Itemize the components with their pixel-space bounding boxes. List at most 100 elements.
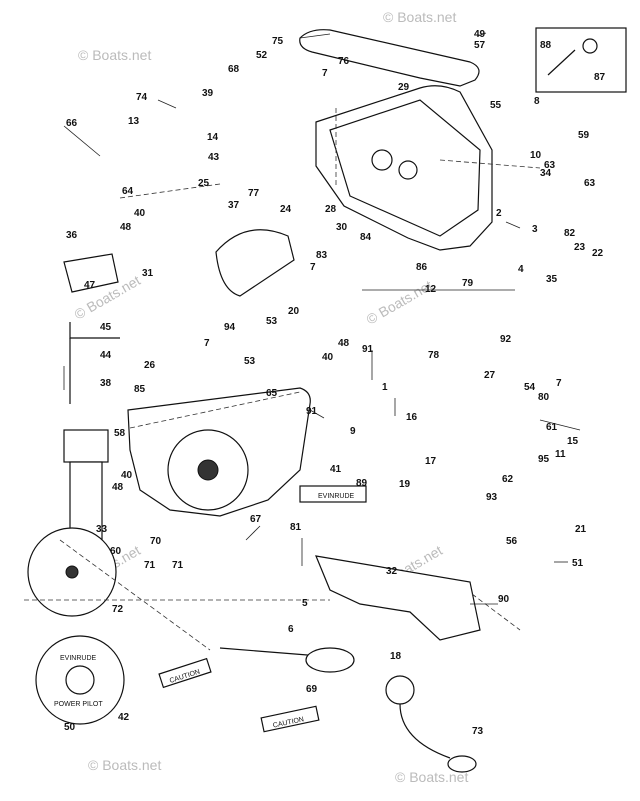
callout: 29 [398, 82, 410, 93]
callout: 87 [594, 72, 606, 83]
callout: 30 [336, 222, 348, 233]
callout: 5 [302, 598, 308, 609]
callout: 47 [84, 280, 96, 291]
callout: 53 [244, 356, 256, 367]
housing-boss [371, 149, 393, 171]
callout: 69 [306, 684, 318, 695]
cam-plate-37 [215, 229, 295, 297]
callout: 56 [506, 536, 518, 547]
callout: 65 [266, 388, 278, 399]
callout: 49 [474, 29, 486, 40]
callout: 12 [425, 284, 437, 295]
bottom-cover-32 [315, 555, 481, 641]
callout: 72 [112, 604, 124, 615]
callout: 37 [228, 200, 240, 211]
callout: 78 [428, 350, 440, 361]
callout: 67 [250, 514, 262, 525]
callout: 90 [498, 594, 510, 605]
inset-box [535, 27, 627, 93]
callout: 40 [134, 208, 146, 219]
callout: 85 [134, 384, 146, 395]
callout: 83 [316, 250, 328, 261]
callout: 22 [592, 248, 604, 259]
callout: 64 [122, 186, 134, 197]
callout: 55 [490, 100, 502, 111]
callout: 58 [114, 428, 126, 439]
callout: 48 [112, 482, 124, 493]
callout: 41 [330, 464, 342, 475]
callout: 44 [100, 350, 112, 361]
callout: 91 [306, 406, 318, 417]
callout: 59 [578, 130, 590, 141]
callout: 7 [204, 338, 210, 349]
callout: 11 [555, 449, 566, 460]
grip-36 [63, 253, 119, 293]
callout: 43 [208, 152, 220, 163]
leader-lines [63, 32, 581, 605]
callout: 9 [350, 426, 356, 437]
callout: 88 [540, 40, 552, 51]
stud-88 [547, 49, 576, 76]
callout: 95 [538, 454, 550, 465]
callout: 53 [266, 316, 278, 327]
callout: 34 [540, 168, 552, 179]
rod-45 [69, 322, 120, 339]
callout: 48 [338, 338, 350, 349]
callout: 75 [272, 36, 284, 47]
callout: 48 [120, 222, 132, 233]
callout: 80 [538, 392, 550, 403]
callout: 25 [198, 178, 210, 189]
callout: 14 [207, 132, 219, 143]
callout: 6 [288, 624, 294, 635]
watermark: © Boats.net [78, 47, 151, 63]
callout: 57 [474, 40, 486, 51]
callout: 21 [575, 524, 587, 535]
decal-disc-text-top: EVINRUDE [60, 655, 97, 662]
callout: 61 [546, 422, 558, 433]
callout: 66 [66, 118, 78, 129]
watermark: © Boats.net [88, 757, 161, 773]
callout-group: 1 2 3 4 5 6 7 7 7 7 8 9 10 11 12 13 14 1… [64, 29, 606, 737]
top-cover-75 [299, 29, 480, 87]
callout: 63 [584, 178, 596, 189]
callout: 16 [406, 412, 418, 423]
callout: 89 [356, 478, 368, 489]
callout: 35 [546, 274, 558, 285]
callout: 40 [121, 470, 133, 481]
callout: 10 [530, 150, 542, 161]
callout: 71 [172, 560, 184, 571]
callout: 81 [290, 522, 302, 533]
callout: 7 [322, 68, 328, 79]
callout: 42 [118, 712, 130, 723]
callout: 38 [100, 378, 112, 389]
callout: 4 [518, 264, 524, 275]
callout: 94 [224, 322, 236, 333]
cover-gear-hub [197, 459, 219, 481]
callout: 18 [390, 651, 402, 662]
callout: 50 [64, 722, 76, 733]
harness-lead-73 [399, 703, 451, 759]
callout: 62 [502, 474, 514, 485]
caution-tag-2 [260, 705, 320, 733]
callout: 8 [534, 96, 540, 107]
callout: 2 [496, 208, 502, 219]
callout: 1 [382, 382, 388, 393]
callout: 26 [144, 360, 156, 371]
callout: 33 [96, 524, 108, 535]
callout: 84 [360, 232, 372, 243]
callout: 40 [322, 352, 334, 363]
knob-hub [65, 565, 79, 579]
callout: 76 [338, 56, 350, 67]
callout: 39 [202, 88, 214, 99]
callout: 93 [486, 492, 498, 503]
callout: 63 [544, 160, 556, 171]
callout: 27 [484, 370, 496, 381]
callout: 28 [325, 204, 337, 215]
callout: 82 [564, 228, 576, 239]
callout: 52 [256, 50, 268, 61]
evinrude-plate-text: EVINRUDE [318, 493, 355, 500]
callout: 15 [567, 436, 579, 447]
evinrude-plate-89 [299, 485, 367, 503]
callout: 13 [128, 116, 140, 127]
